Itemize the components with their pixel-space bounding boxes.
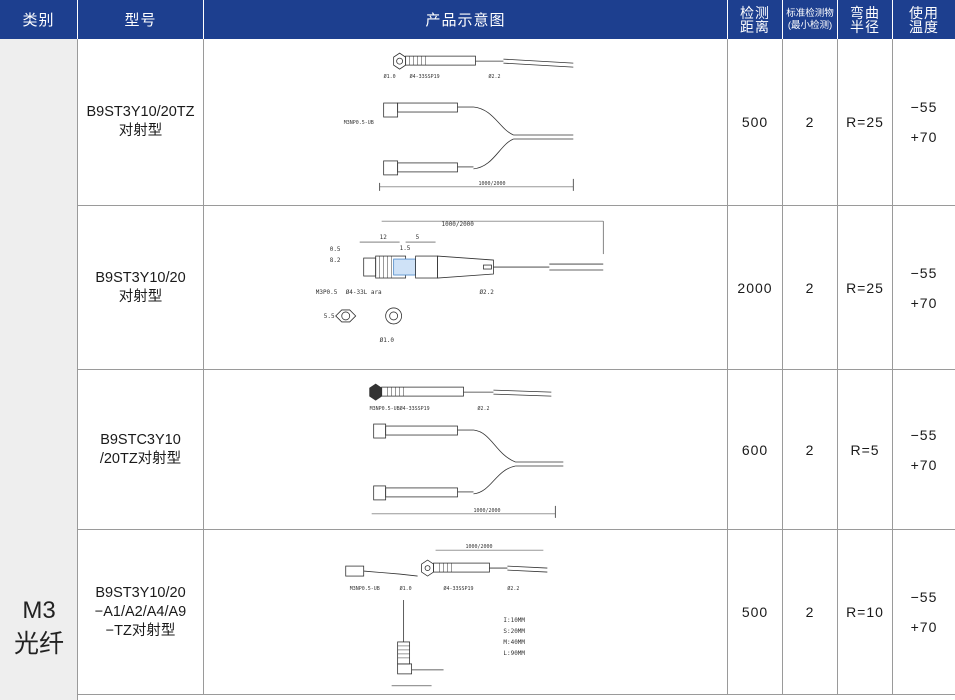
dim-label: 5 <box>416 234 420 241</box>
fiber-diagram: Ø1.0 Ø4-33SSP19 Ø2.2 M3NP0.5-UB 1000/200… <box>344 52 574 191</box>
category-name: 光纤 <box>13 630 64 658</box>
length-option: L:90MM <box>503 650 525 657</box>
length-option: I:10MM <box>503 617 525 624</box>
dim-label: 1.5 <box>400 245 411 252</box>
dim-label: 12 <box>380 234 388 241</box>
distance-value: 500 <box>728 530 783 694</box>
category-cell: M3 光纤 <box>0 39 78 700</box>
table-row: B9ST3Y10/20 对射型 1000/2000 <box>78 206 955 370</box>
distance-value: 2000 <box>728 206 783 369</box>
model-cell: B9ST3Y10/20TZ 对射型 <box>78 39 204 205</box>
dim-label: 0.5 <box>330 246 341 253</box>
dim-label: 1000/2000 <box>478 181 505 187</box>
dim-label: Ø2.2 <box>488 73 500 80</box>
diagram-cell: Ø1.0 Ø4-33SSP19 Ø2.2 M3NP0.5-UB 1000/200… <box>204 39 728 205</box>
header-temperature: 使用温度 <box>909 4 939 35</box>
model-cell: B9STC3Y10 /20TZ对射型 <box>78 370 204 529</box>
min-object-value: 2 <box>783 530 838 694</box>
category-size: M3 <box>22 597 56 624</box>
dim-label: Ø2.2 <box>479 289 494 296</box>
temperature-value: −55 +70 <box>893 206 955 369</box>
min-object-value: 2 <box>783 370 838 529</box>
dim-label: M3NP0.5-UB <box>370 406 400 412</box>
temp-high: +70 <box>910 619 938 635</box>
dim-label: 1000/2000 <box>442 221 475 228</box>
dim-label: Ø4-33SSP19 <box>400 405 430 412</box>
temperature-value: −55 +70 <box>893 39 955 205</box>
dim-label: Ø2.2 <box>507 585 519 592</box>
model-cell: B9ST3Y10/20 对射型 <box>78 206 204 369</box>
header-diagram: 产品示意图 <box>204 0 728 39</box>
dim-label: 1000/2000 <box>473 508 500 514</box>
min-object-value: 2 <box>783 39 838 205</box>
min-object-value: 2 <box>783 206 838 369</box>
diagram-cell: 1000/2000 0.5 12 1.5 5 8.2 M3P0.5 Ø4-33L… <box>204 206 728 369</box>
diagram-cell: 1000/2000 M3NP0.5-UB Ø1.0 Ø4-33SSP19 Ø2.… <box>204 530 728 694</box>
table-row: B9STC3Y10 /20TZ对射型 M3NP0.5-UB Ø4-33SS <box>78 370 955 530</box>
bend-radius-value: R=25 <box>838 39 893 205</box>
header-bend-radius: 弯曲半径 <box>838 0 893 39</box>
temp-high: +70 <box>910 129 938 145</box>
header-model: 型号 <box>78 0 204 39</box>
bend-radius-value: R=5 <box>838 370 893 529</box>
dim-label: Ø2.2 <box>477 405 489 412</box>
fiber-diagram: M3NP0.5-UB Ø4-33SSP19 Ø2.2 1000/2000 <box>369 383 564 518</box>
temperature-value: −55 +70 <box>893 530 955 694</box>
dim-label: 5.5 <box>324 313 335 320</box>
dim-label: 8.2 <box>330 257 341 264</box>
table-row: B9ST3Y10/20 −A1/A2/A4/A9 −TZ对射型 1000/200… <box>78 530 955 695</box>
dim-label: Ø1.0 <box>384 73 396 80</box>
temp-high: +70 <box>910 456 938 473</box>
dim-label: M3P0.5 <box>316 289 338 296</box>
temp-low: −55 <box>910 264 938 281</box>
dim-label: Ø4-33SSP19 <box>410 73 440 80</box>
header-category: 类别 <box>0 0 78 39</box>
dim-label: 1000/2000 <box>466 544 493 550</box>
temp-low: −55 <box>910 99 938 115</box>
model-cell: B9ST3Y10/20 −A1/A2/A4/A9 −TZ对射型 <box>78 530 204 694</box>
temp-high: +70 <box>910 294 938 311</box>
dim-label: M3NP0.5-UB <box>350 586 380 592</box>
length-option: S:20MM <box>503 628 525 635</box>
distance-value: 600 <box>728 370 783 529</box>
table-header: 类别 型号 产品示意图 检测距离 标准检测物(最小检测) 弯曲半径 使用温度 <box>0 0 955 39</box>
dim-label: Ø1.0 <box>380 337 395 344</box>
bend-radius-value: R=25 <box>838 206 893 369</box>
fiber-diagram: 1000/2000 0.5 12 1.5 5 8.2 M3P0.5 Ø4-33L… <box>316 220 604 344</box>
dim-label: Ø4-33L ara <box>346 289 382 296</box>
temp-low: −55 <box>910 589 938 605</box>
dim-label: M3NP0.5-UB <box>344 120 374 126</box>
distance-value: 500 <box>728 39 783 205</box>
length-option: M:40MM <box>503 639 525 646</box>
temp-low: −55 <box>910 426 938 443</box>
fiber-diagram: 1000/2000 M3NP0.5-UB Ø1.0 Ø4-33SSP19 Ø2.… <box>345 544 548 687</box>
bend-radius-value: R=10 <box>838 530 893 694</box>
dim-label: Ø1.0 <box>400 585 412 592</box>
diagram-cell: M3NP0.5-UB Ø4-33SSP19 Ø2.2 1000/2000 <box>204 370 728 529</box>
table-row: B9ST3Y10/20TZ 对射型 Ø1.0 Ø4-33 <box>78 39 955 206</box>
header-distance: 检测距离 <box>728 0 783 39</box>
temperature-value: −55 +70 <box>893 370 955 529</box>
header-min-object: 标准检测物(最小检测) <box>783 0 838 39</box>
dim-label: Ø4-33SSP19 <box>444 585 474 592</box>
